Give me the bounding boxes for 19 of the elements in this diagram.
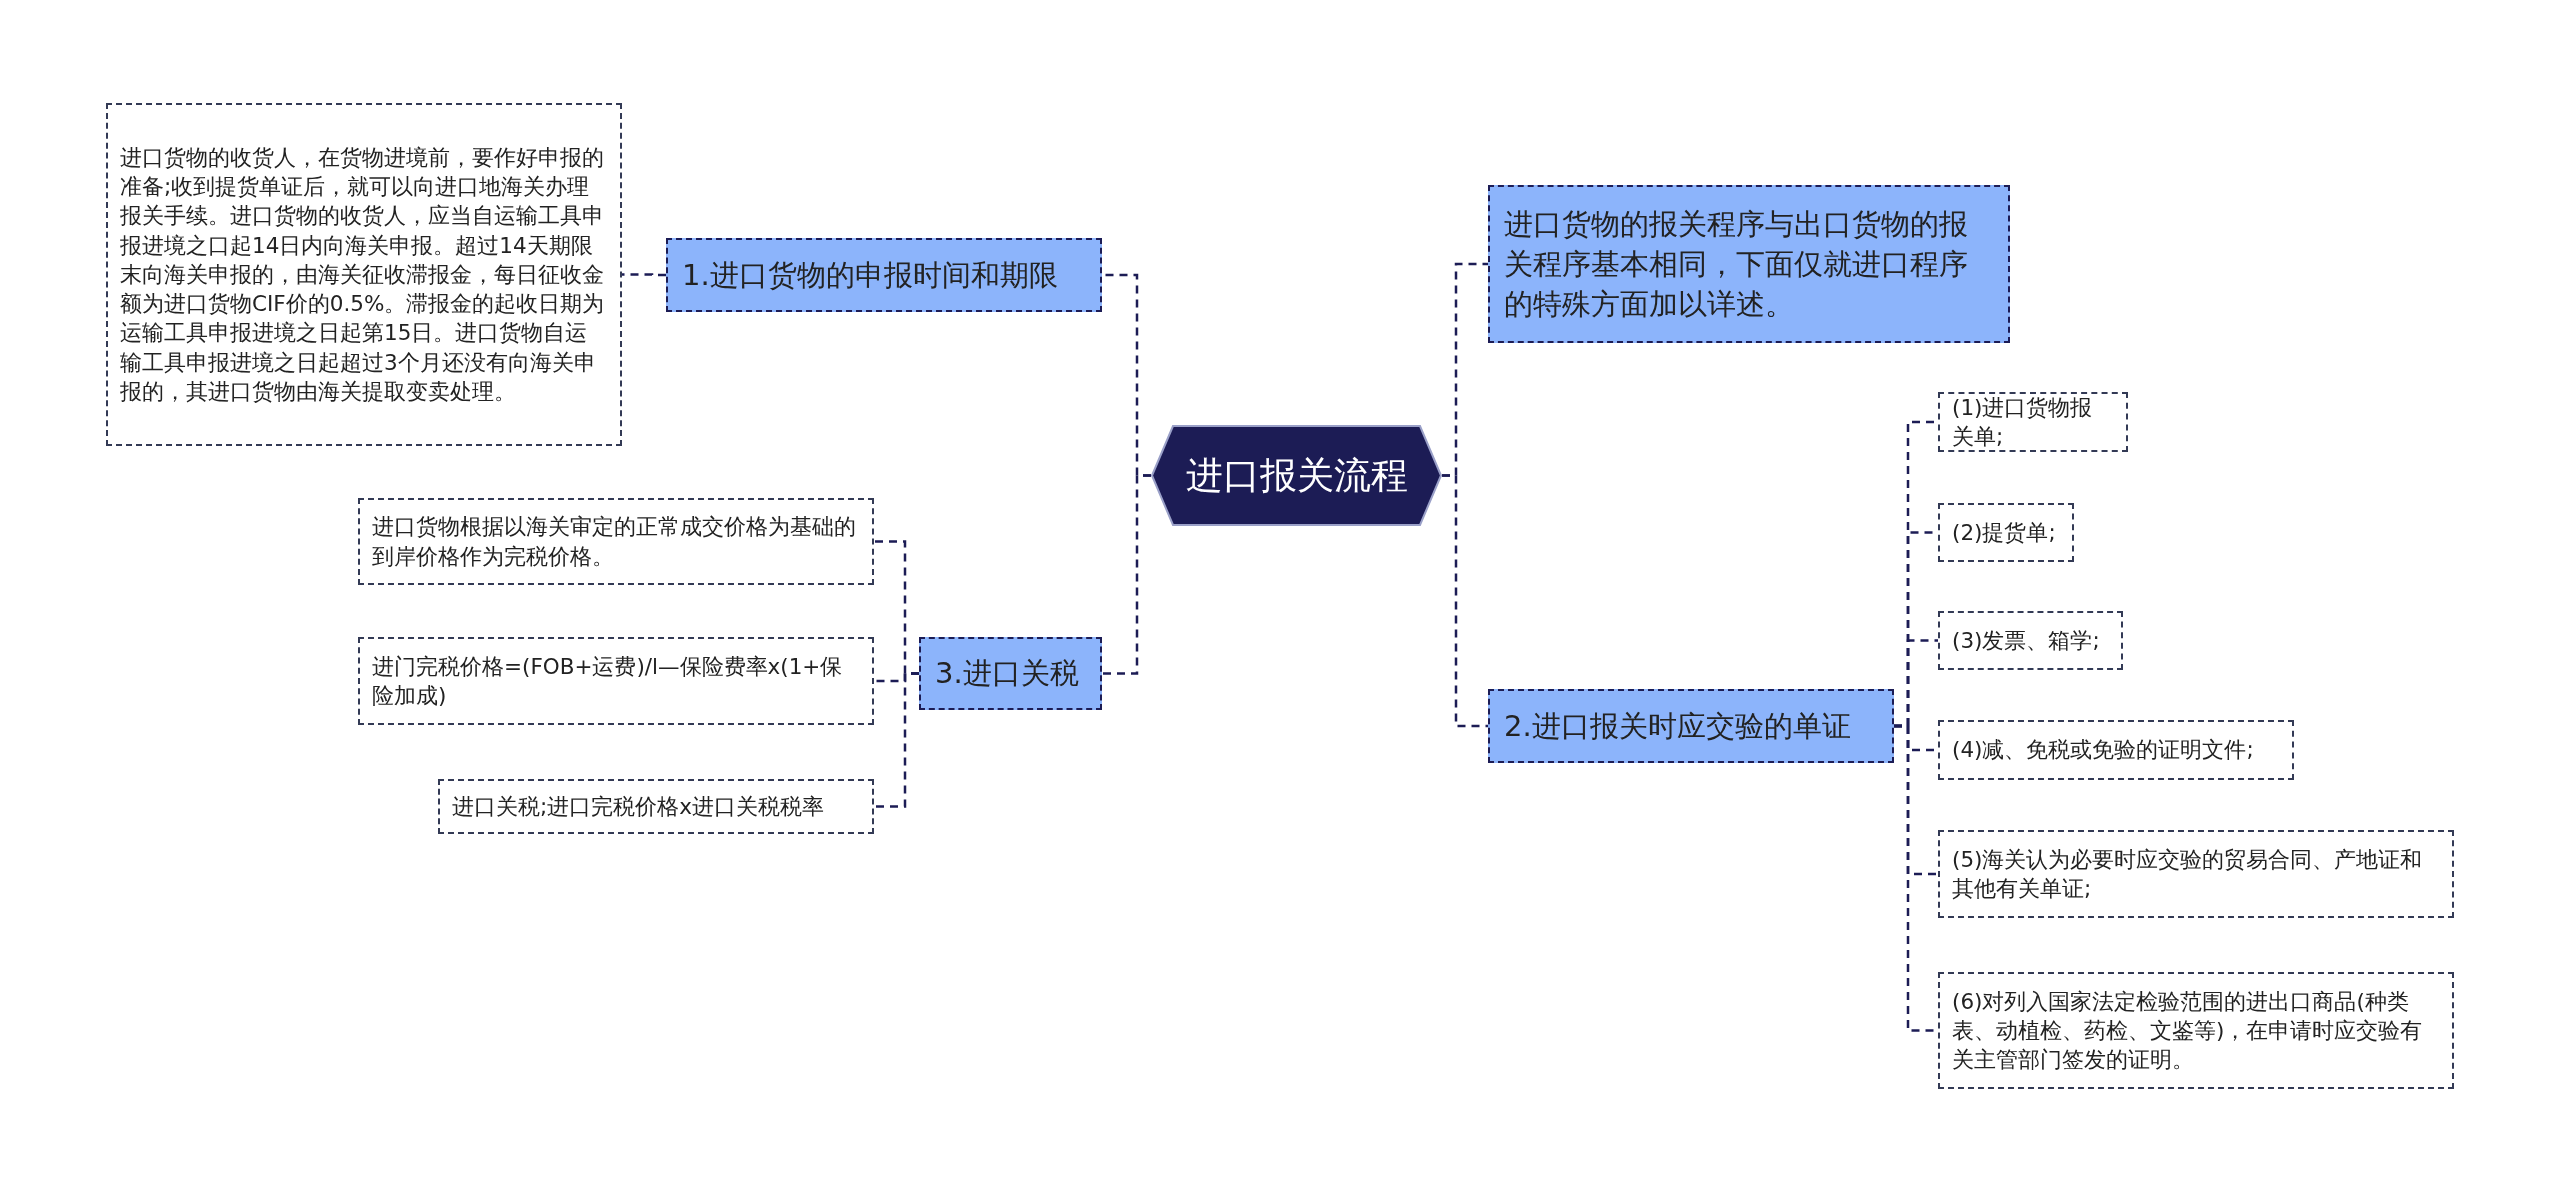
note-box: (1)进口货物报关单; xyxy=(1938,392,2128,452)
note-box: (2)提货单; xyxy=(1938,503,2074,562)
central-topic-hexagon: 进口报关流程 xyxy=(1151,425,1442,526)
connector-line xyxy=(874,672,919,808)
topic-box: 3.进口关税 xyxy=(919,637,1102,710)
connector-line xyxy=(1102,474,1151,675)
topic-box: 1.进口货物的申报时间和期限 xyxy=(666,238,1102,312)
note-box: 进门完税价格=(FOB+运费)/l—保险费率x(1+保险加成) xyxy=(358,637,874,725)
connector-line xyxy=(1442,474,1488,728)
connector-line xyxy=(622,273,666,277)
note-box: (6)对列入国家法定检验范围的进出口商品(种类表、动植检、药检、文鉴等)，在申请时应交验有关主管部门签发的证明。 xyxy=(1938,972,2454,1089)
note-box: 进口关税;进口完税价格x进口关税税率 xyxy=(438,779,874,834)
topic-box: 2.进口报关时应交验的单证 xyxy=(1488,689,1894,763)
note-box: (5)海关认为必要时应交验的贸易合同、产地证和其他有关单证; xyxy=(1938,830,2454,918)
intro-box: 进口货物的报关程序与出口货物的报关程序基本相同，下面仅就进口程序的特殊方面加以详述。 xyxy=(1488,185,2010,343)
note-box: (3)发票、箱学; xyxy=(1938,611,2123,670)
note-box: 进口货物的收货人，在货物进境前，要作好申报的准备;收到提货单证后，就可以向进口地海关办理报关手续。进口货物的收货人，应当自运输工具申报进境之口起14日内向海关申报。超过14天期限末向海关申报的，由海关征收滞报金，每日征收金额为进口货物CIF价的0.5%。滞报金的起收日期为运输工具申报进境之日起第15日。进口货物自运输工具申报进境之日起超过3个月还没有向海关申报的，其进口货物由海关提取变卖处理。 xyxy=(106,103,622,446)
note-box: 进口货物根据以海关审定的正常成交价格为基础的到岸价格作为完税价格。 xyxy=(358,498,874,585)
note-box: (4)减、免税或免验的证明文件; xyxy=(1938,720,2294,780)
